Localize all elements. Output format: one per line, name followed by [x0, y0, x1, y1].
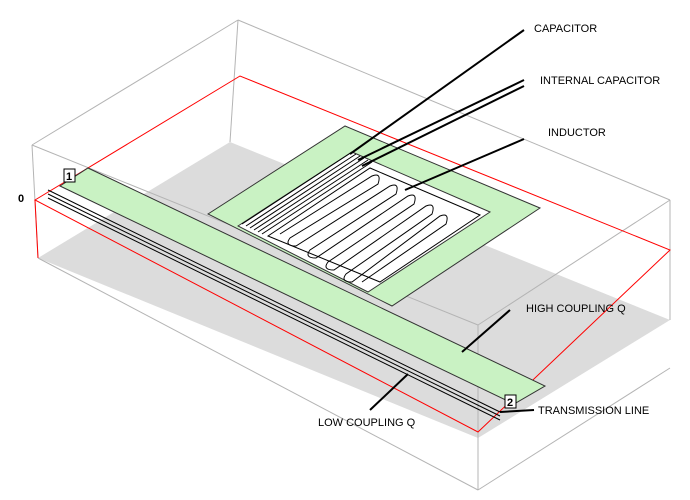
label-transmission-line: TRANSMISSION LINE: [538, 405, 649, 417]
ground-plane: [38, 142, 670, 438]
internal-capacitor-frame: [266, 167, 482, 283]
port-1-box: [63, 168, 76, 183]
label-high-coupling: HIGH COUPLING Q: [526, 303, 626, 315]
capacitor-fingers: [241, 151, 373, 235]
leader-lines: [349, 29, 535, 413]
transmission-line: [47, 189, 501, 421]
meander-inductor: [279, 174, 448, 283]
substrate-outline: [33, 75, 671, 433]
coupling-strip: [58, 167, 547, 405]
port-1-label: 1: [66, 171, 72, 183]
label-capacitor: CAPACITOR: [534, 23, 597, 35]
label-inductor: INDUCTOR: [548, 127, 606, 139]
label-low-coupling: LOW COUPLING Q: [318, 417, 416, 429]
port-2-box: [504, 394, 517, 409]
axis-zero-label: 0: [18, 193, 24, 205]
port-2-label: 2: [507, 397, 513, 409]
label-internal-capacitor: INTERNAL CAPACITOR: [540, 75, 660, 87]
